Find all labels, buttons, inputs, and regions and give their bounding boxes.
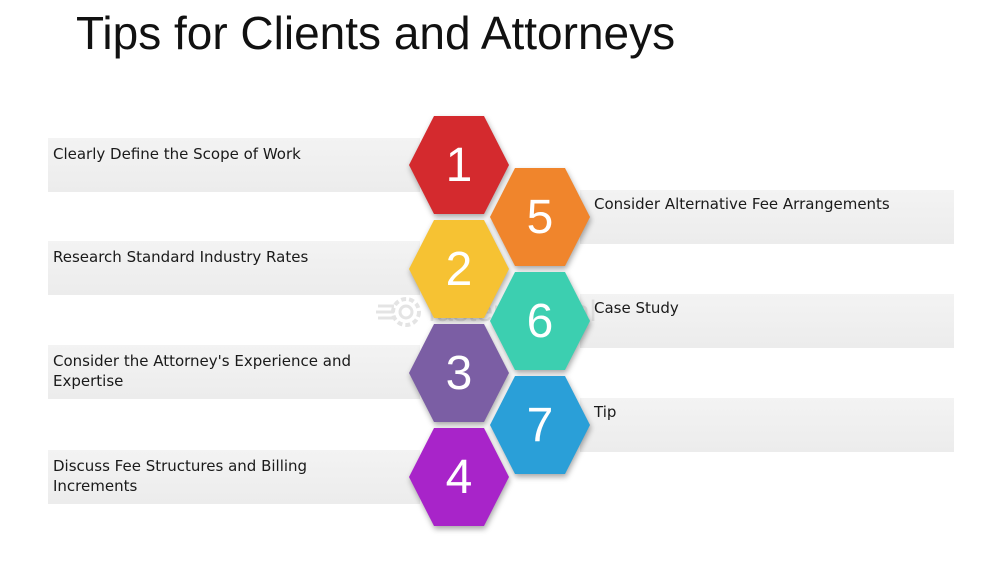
tip-bar-7: Tip — [580, 398, 954, 452]
hexagon-5: 5 — [490, 168, 590, 266]
hexagon-7: 7 — [490, 376, 590, 474]
hexagon-1: 1 — [409, 116, 509, 214]
hexagon-3: 3 — [409, 324, 509, 422]
tip-label-5: Consider Alternative Fee Arrangements — [594, 195, 890, 213]
hexagon-number-4: 4 — [445, 450, 473, 504]
tip-bar-4: Discuss Fee Structures and Billing Incre… — [48, 450, 420, 504]
tip-label-4: Discuss Fee Structures and Billing Incre… — [53, 457, 308, 495]
hexagon-6: 6 — [490, 272, 590, 370]
hexagon-number-1: 1 — [445, 138, 473, 192]
hexagon-number-5: 5 — [526, 190, 554, 244]
hexagon-2: 2 — [409, 220, 509, 318]
tip-bar-5: Consider Alternative Fee Arrangements — [580, 190, 954, 244]
page-title: Tips for Clients and Attorneys — [76, 7, 676, 59]
hexagon-number-7: 7 — [526, 398, 554, 452]
tip-bar-3: Consider the Attorney's Experience and E… — [48, 345, 420, 399]
tip-bar-2: Research Standard Industry Rates — [48, 241, 420, 295]
hexagon-number-2: 2 — [445, 242, 473, 296]
tip-label-1: Clearly Define the Scope of Work — [53, 145, 301, 163]
tip-label-2: Research Standard Industry Rates — [53, 248, 309, 266]
tip-label-3: Consider the Attorney's Experience and E… — [53, 352, 352, 390]
tip-bar-6: Case Study — [580, 294, 954, 348]
hexagon-number-6: 6 — [526, 294, 554, 348]
tip-bar-1: Clearly Define the Scope of Work — [48, 138, 420, 192]
tip-label-6: Case Study — [594, 299, 679, 317]
hexagon-4: 4 — [409, 428, 509, 526]
hexagon-number-3: 3 — [445, 346, 473, 400]
tip-label-7: Tip — [594, 403, 617, 421]
